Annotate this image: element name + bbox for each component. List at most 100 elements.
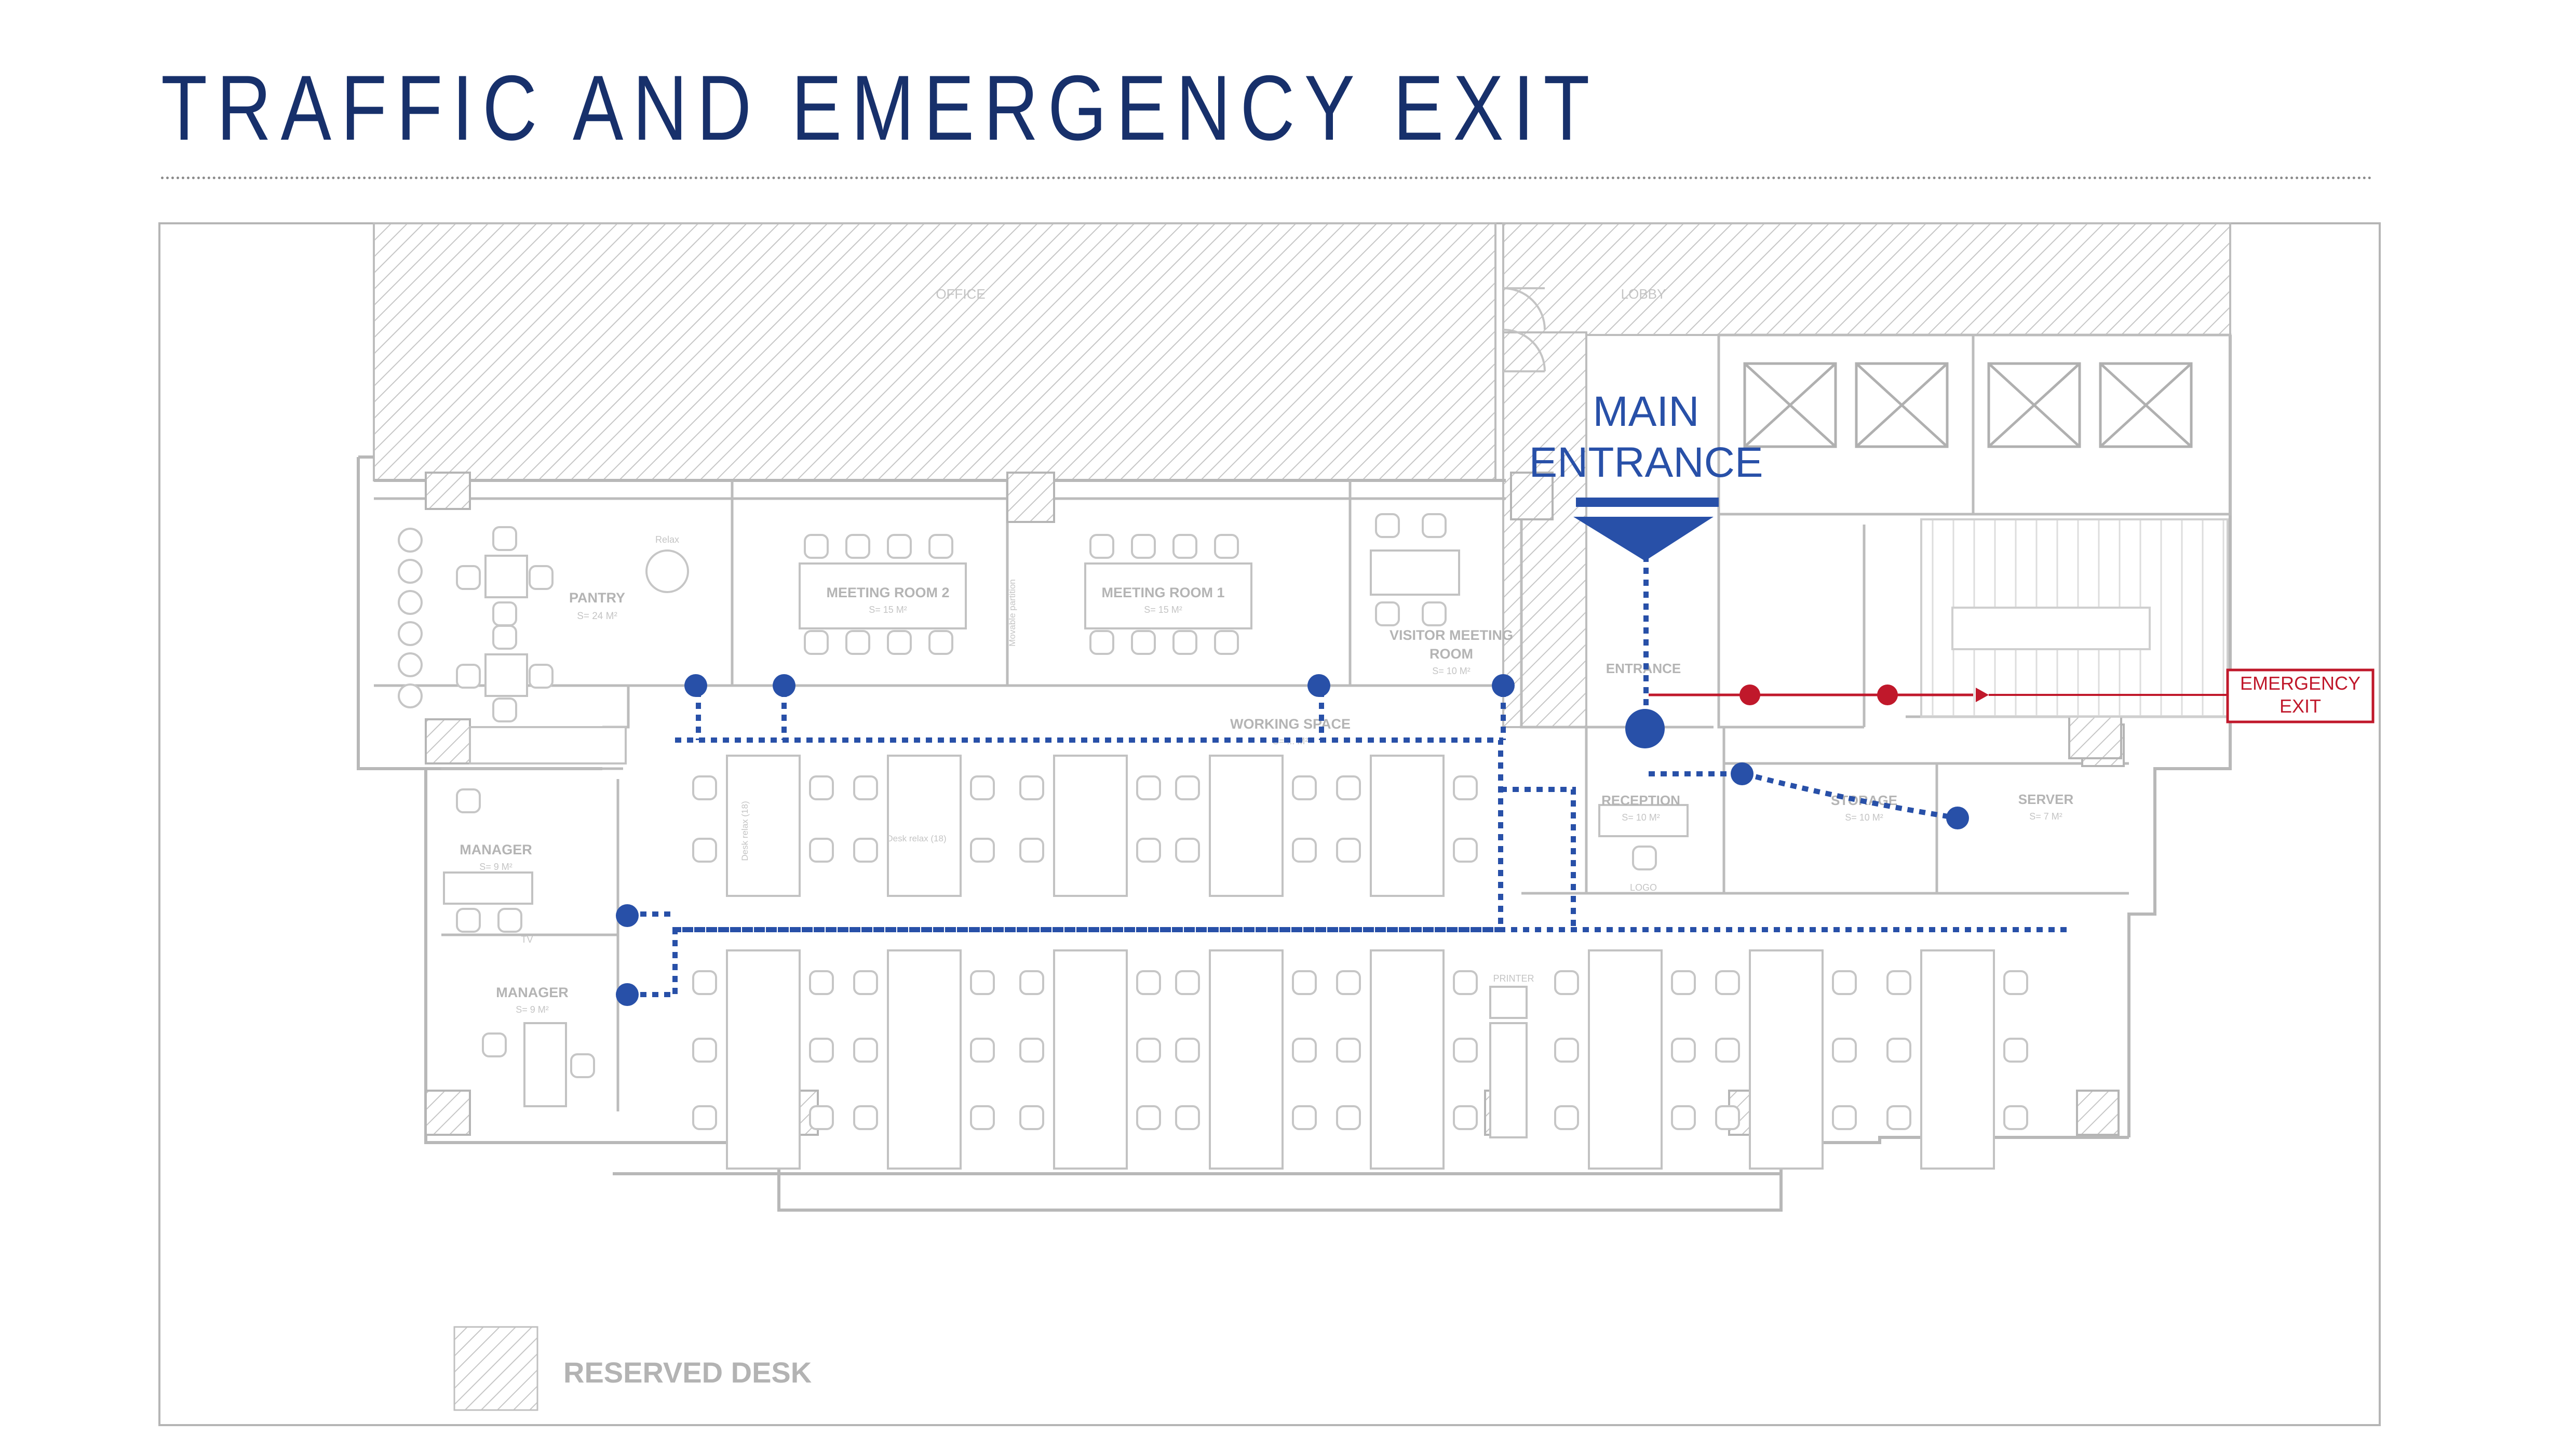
printer [1489, 986, 1528, 1019]
chair [1214, 630, 1239, 655]
reserved-desk-label: RESERVED DESK [563, 1356, 812, 1389]
chair [1554, 1105, 1579, 1130]
furniture [398, 513, 2028, 1170]
chair [1292, 1105, 1317, 1130]
chair [529, 664, 554, 689]
desk-block [1209, 755, 1284, 897]
server-area: S= 7 M² [2029, 811, 2062, 822]
chair [692, 1105, 717, 1130]
chair [492, 625, 517, 650]
reception-area: S= 10 M² [1622, 812, 1660, 823]
chair [492, 697, 517, 722]
meeting-room-2-area: S= 15 M² [869, 605, 907, 615]
pantry-stool [398, 559, 423, 584]
chair [887, 630, 912, 655]
pantry-area: S= 24 M² [577, 611, 617, 622]
chair [1136, 970, 1161, 995]
desk-block [887, 949, 962, 1170]
visitor-meeting-room-label: VISITOR MEETING [1390, 627, 1513, 643]
pantry-stool [398, 621, 423, 646]
desk-block [1053, 755, 1128, 897]
title-divider [161, 177, 2373, 179]
main-entrance-label: MAIN [1593, 388, 1700, 435]
chair [1175, 838, 1200, 863]
chair [1671, 970, 1696, 995]
chair [928, 534, 953, 559]
chair [456, 788, 481, 813]
chair [1172, 534, 1197, 559]
tv-label: TV [521, 934, 533, 945]
chair [529, 565, 554, 590]
pantry-stool [398, 528, 423, 553]
chair [482, 1032, 507, 1057]
chair [1336, 775, 1361, 800]
chair [1832, 970, 1857, 995]
pantry-stool [398, 683, 423, 708]
reception-desk [1598, 804, 1689, 837]
chair [970, 1038, 995, 1063]
relax-label: Relax [655, 534, 679, 545]
lobby-label: LOBBY [1621, 286, 1666, 302]
printer-label: PRINTER [1493, 973, 1534, 984]
chair [1336, 1105, 1361, 1130]
chair [1089, 630, 1114, 655]
chair [492, 526, 517, 551]
pantry-table [484, 555, 528, 598]
chair [1715, 970, 1740, 995]
chair [809, 970, 834, 995]
page-title: TRAFFIC AND EMERGENCY EXIT [161, 56, 1599, 159]
chair [1292, 775, 1317, 800]
chair [1554, 970, 1579, 995]
chair [1422, 513, 1447, 538]
server-label: SERVER [2018, 791, 2074, 807]
desk-block [1588, 949, 1663, 1170]
chair [1886, 970, 1911, 995]
elevators [1743, 362, 2193, 448]
chair [1292, 970, 1317, 995]
pantry-stool [398, 652, 423, 677]
chair [1175, 970, 1200, 995]
emergency-exit-sign: EMERGENCY EXIT [2226, 668, 2375, 723]
chair [1136, 838, 1161, 863]
chair [1019, 1105, 1044, 1130]
main-entrance-marker: MAIN ENTRANCE [1529, 388, 1763, 561]
chair [1019, 970, 1044, 995]
reserved-desk-swatch [453, 1326, 538, 1411]
main-entrance-arrow-icon [1573, 517, 1714, 561]
chair [1131, 534, 1156, 559]
route-storage [1649, 771, 1958, 821]
desk-block [1920, 949, 1995, 1170]
staircase [1920, 518, 2229, 718]
chair [928, 630, 953, 655]
logo-label: LOGO [1630, 882, 1657, 893]
chair [853, 970, 878, 995]
printer-shelf [1489, 1022, 1528, 1138]
manager-1-area: S= 9 M² [479, 862, 512, 872]
chair [1131, 630, 1156, 655]
desk-block [1209, 949, 1284, 1170]
chair [809, 1105, 834, 1130]
main-entrance-bar [1576, 498, 1719, 507]
chair [853, 1105, 878, 1130]
traffic-routes [628, 556, 2067, 997]
desk-block [1749, 949, 1824, 1170]
pantry-label: PANTRY [569, 590, 625, 606]
reception-label: RECEPTION [1601, 793, 1680, 808]
chair [845, 630, 870, 655]
desk-block [726, 949, 801, 1170]
relax-chair [645, 549, 689, 593]
chair [853, 775, 878, 800]
chair [853, 1038, 878, 1063]
main-entrance-label-2: ENTRANCE [1529, 439, 1763, 486]
chair [887, 534, 912, 559]
chair [692, 775, 717, 800]
chair [1632, 846, 1657, 870]
chair [970, 775, 995, 800]
chair [1089, 534, 1114, 559]
chair [456, 908, 481, 933]
chair [970, 1105, 995, 1130]
chair [1375, 601, 1400, 626]
chair [1172, 630, 1197, 655]
chair [970, 970, 995, 995]
